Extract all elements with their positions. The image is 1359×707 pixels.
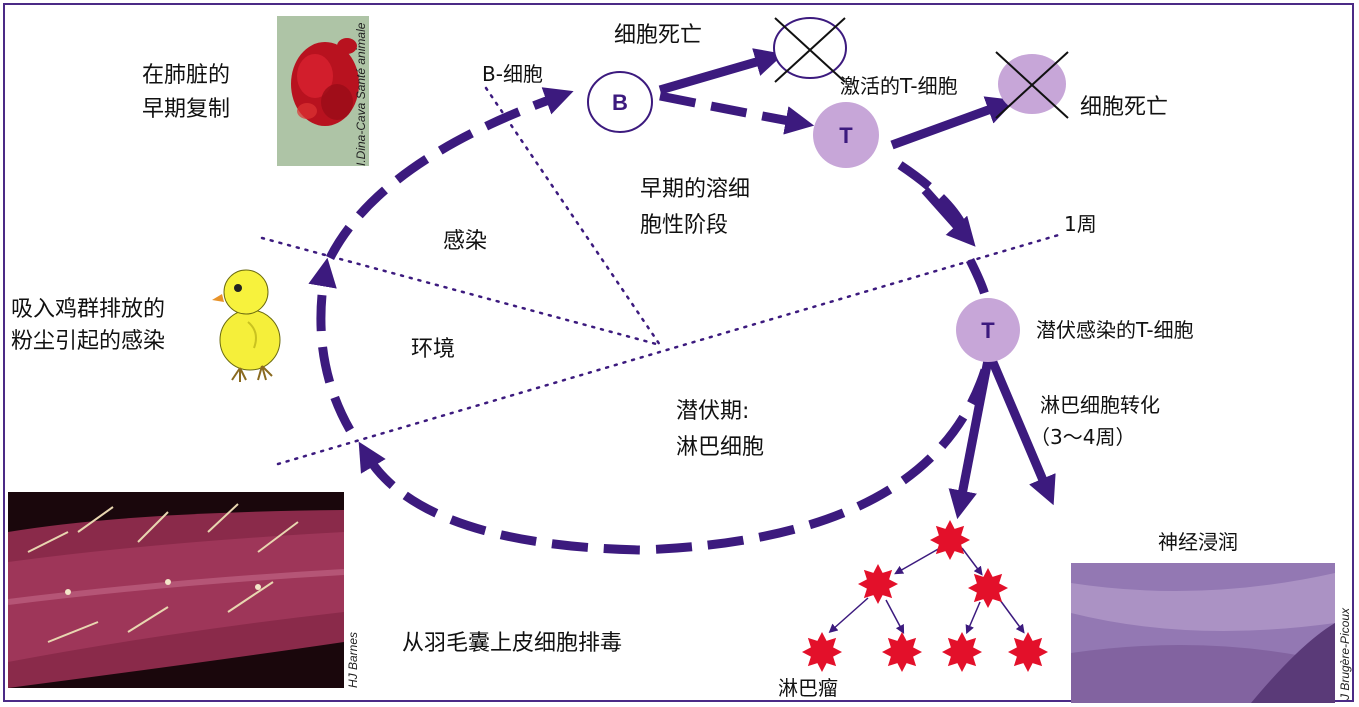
lung-photo — [277, 16, 369, 166]
label-transformation-1: 淋巴细胞转化 — [1040, 393, 1160, 417]
label-inhale-1: 吸入鸡群排放的 — [11, 297, 166, 322]
label-environment: 环境 — [411, 337, 456, 362]
label-cell-death-top: 细胞死亡 — [614, 23, 703, 48]
b-cell-letter: B — [612, 90, 628, 115]
dead-cell-right — [995, 51, 1069, 119]
tumor-cell — [942, 632, 982, 672]
latent-t-cell-node: T — [956, 298, 1020, 362]
nerve-infiltration-photo — [1071, 563, 1335, 703]
dotted-line-environment — [276, 232, 1064, 466]
dotted-divider-lines — [260, 86, 1064, 466]
label-lung-replication-1: 在肺脏的 — [142, 63, 231, 88]
label-early-lytic-2: 胞性阶段 — [640, 213, 729, 238]
tumor-cell — [1008, 632, 1048, 672]
label-one-week: 1周 — [1064, 212, 1097, 236]
tumor-cell — [858, 564, 898, 604]
arrow-t-to-death — [890, 96, 1016, 150]
feather-follicle-photo — [8, 492, 344, 688]
dead-cell-top — [773, 17, 847, 83]
arrow-to-nerve — [987, 358, 1056, 506]
chick-illustration — [212, 269, 281, 382]
credit-lung-photo: I.Dina-Cava Santé animale — [354, 22, 368, 166]
tumor-cells — [802, 520, 1048, 672]
label-early-lytic-1: 早期的溶细 — [640, 177, 751, 202]
tumor-cell — [968, 568, 1008, 608]
latent-t-cell-letter: T — [981, 318, 995, 343]
label-nerve-infiltration: 神经浸润 — [1158, 530, 1238, 554]
dotted-line-infection — [260, 236, 662, 347]
arrow-up-left — [308, 257, 354, 433]
arrow-t-down-head — [921, 187, 976, 247]
arrow-to-lymphoma — [948, 359, 993, 520]
tumor-cell — [882, 632, 922, 672]
arrow-to-latent-t — [965, 257, 991, 301]
label-latent-phase-1: 潜伏期: — [676, 399, 750, 424]
label-transformation-2: （3～4周） — [1030, 425, 1136, 449]
diagram-frame — [3, 3, 1354, 702]
label-latent-t-cell: 潜伏感染的T-细胞 — [1036, 318, 1194, 342]
credit-nerve-photo: J Brugère-Picoux — [1338, 607, 1352, 700]
tumor-cell — [930, 520, 970, 560]
label-latent-phase-2: 淋巴细胞 — [676, 435, 765, 460]
arrow-latent-return — [358, 368, 990, 555]
arrow-to-lung — [325, 87, 574, 261]
label-lymphoma: 淋巴瘤 — [778, 676, 838, 700]
b-cell-node: B — [587, 71, 653, 133]
label-inhale-2: 粉尘引起的感染 — [11, 329, 166, 354]
label-cell-death-right: 细胞死亡 — [1080, 95, 1169, 120]
arrow-b-to-death — [658, 48, 784, 95]
lymphoma-tree-lines — [828, 547, 1025, 635]
label-lung-replication-2: 早期复制 — [142, 97, 231, 122]
active-t-cell-node: T — [813, 102, 879, 168]
credit-skin-photo: HJ Barnes — [346, 631, 360, 688]
label-shedding: 从羽毛囊上皮细胞排毒 — [402, 631, 623, 656]
label-infection: 感染 — [443, 229, 488, 254]
arrow-b-to-t — [659, 91, 815, 135]
solid-arrows — [658, 48, 1056, 520]
label-activated-t-cell: 激活的T-细胞 — [840, 74, 958, 98]
tumor-cell — [802, 632, 842, 672]
active-t-cell-letter: T — [839, 123, 853, 148]
arrow-t-down — [897, 161, 973, 242]
cycle-arrows — [308, 87, 991, 555]
label-b-cell: B-细胞 — [482, 62, 543, 86]
dotted-line-b-cell — [484, 86, 662, 347]
